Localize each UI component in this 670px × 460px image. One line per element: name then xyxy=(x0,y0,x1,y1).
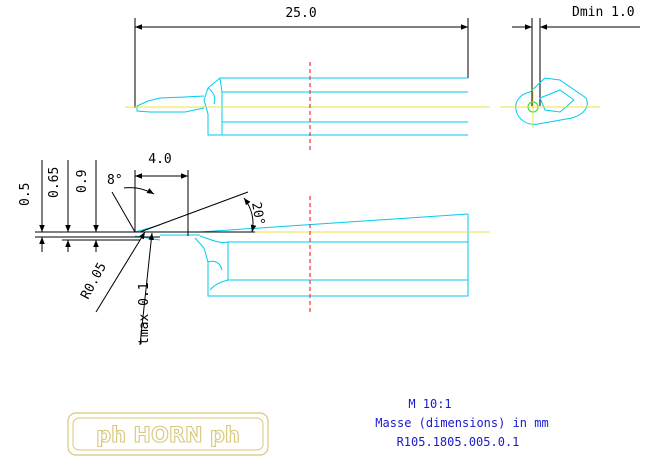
front-view-outline xyxy=(134,213,469,297)
top-view-outline xyxy=(136,77,468,136)
groove-length-label: 4.0 xyxy=(148,152,171,167)
scale-label: M 10:1 xyxy=(408,397,451,411)
tmax-leader xyxy=(139,232,155,346)
part-number: R105.1805.005.0.1 xyxy=(397,435,520,449)
units-note: Masse (dimensions) in mm xyxy=(375,416,548,430)
dim-05-label: 0.5 xyxy=(18,183,33,206)
overall-length-label: 25.0 xyxy=(285,6,316,21)
end-view-outline xyxy=(515,77,588,125)
title-block: M 10:1 Masse (dimensions) in mm R105.180… xyxy=(375,397,548,449)
angle-leg xyxy=(111,191,136,233)
angle-8-arc xyxy=(123,187,155,195)
angle-20-label: 20° xyxy=(248,201,267,227)
top-view: 25.0 xyxy=(125,6,490,150)
end-view: Dmin 1.0 xyxy=(500,5,640,128)
radius-label: R0.05 xyxy=(78,260,110,302)
angle-leg xyxy=(139,191,249,233)
logo-text: ph HORN ph xyxy=(96,423,240,447)
tmax-label: tmax 0.1 xyxy=(137,282,152,345)
end-view-flute xyxy=(539,89,575,113)
dmin-label: Dmin 1.0 xyxy=(572,5,635,20)
angle-8-label: 8° xyxy=(107,173,123,188)
front-view: 0.5 0.65 0.9 4.0 8° 20° R0.05 tmax 0.1 xyxy=(18,152,490,346)
horn-logo: ph HORN ph xyxy=(67,412,269,456)
angle-20-arc xyxy=(243,197,257,233)
radius-leader xyxy=(95,231,146,313)
dim-065-label: 0.65 xyxy=(47,167,62,198)
dim-09-label: 0.9 xyxy=(75,170,90,193)
